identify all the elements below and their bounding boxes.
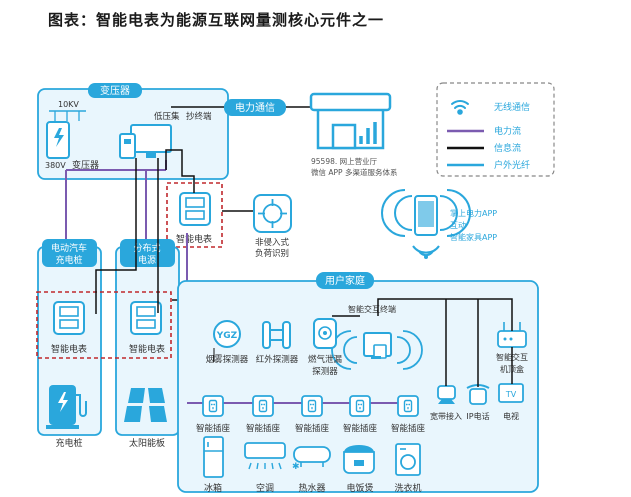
page-title: 图表：智能电表为能源互联网量测核心元件之一 [48,11,385,29]
washer-icon [395,443,421,476]
pv-meter-label: 智能电表 [129,343,165,355]
ygz-text: YGZ [216,331,238,341]
ev-header-1: 电动汽车 [51,242,87,254]
broadband-label: 宽带接入 [430,411,462,421]
svg-text:✱: ✱ [292,462,300,472]
pv-header-2: 电源 [138,254,156,266]
transformer-label: 变压器 [72,159,99,171]
ipphone-label: IP电话 [466,411,489,421]
legend-wireless: 无线通信 [494,101,530,113]
smoke-detector-icon: YGZ [213,320,241,348]
service-hall-icon [309,92,392,150]
socket-label-4: 智能插座 [343,423,378,434]
solar-panel-icon [124,388,167,422]
socket-label-3: 智能插座 [295,423,330,434]
sensor-gas-1: 燃气泄漏 [308,354,343,365]
nilm-icon [253,194,292,233]
pv-device-label: 太阳能板 [129,437,165,449]
terminal-icon [331,330,423,370]
fridge-icon [203,436,224,478]
voltage-380v: 380V [45,161,66,170]
voltage-10kv: 10KV [58,100,79,109]
nilm-line-2: 负荷识别 [255,248,289,259]
home-header: 用户家庭 [325,274,365,287]
main-meter-label: 智能电表 [176,233,212,245]
appliance-fridge: 冰箱 [204,482,222,494]
tv-icon: TV [498,383,524,403]
broadband-icon [437,385,456,404]
tv-icon-text: TV [505,390,517,399]
home-group: 用户家庭 智能交互终端 YGZ 烟雾探测器 红外探测器 燃气 [177,272,539,494]
ev-charger-icon [46,385,87,429]
power-comm-label: 电力通信 [235,101,275,114]
wifi-legend-icon [451,100,469,115]
transformer-icon [46,121,70,159]
water-heater-icon [293,446,331,467]
ev-device-label: 充电桩 [55,437,82,449]
transformer-header: 变压器 [100,84,130,97]
hall-line-2: 微信 APP 多渠道服务体系 [311,167,398,177]
terminal-label: 智能交互终端 [348,304,396,314]
concentrator-icon [119,124,172,159]
concentrator-label: 低压集 [154,111,180,122]
power-comm-badge: 电力通信 [224,99,286,116]
appliance-cooker: 电饭煲 [346,482,373,494]
pv-header-1: 分布式 [133,242,160,254]
socket-label-1: 智能插座 [196,423,231,434]
nilm-line-1: 非侵入式 [255,237,290,248]
legend-fiber: 户外光纤 [494,159,530,171]
gas-detector-icon [313,318,337,349]
rice-cooker-icon [343,445,375,474]
ev-meter-label: 智能电表 [51,343,87,355]
collector-label: 抄终端 [186,111,212,122]
app-line-3: 智能家具APP [450,232,497,242]
appliance-washer: 洗衣机 [394,482,421,494]
ac-icon: ✱ [244,442,300,472]
main-meter: 智能电表 [166,182,223,248]
ev-header-2: 充电桩 [55,254,82,266]
legend-power: 电力流 [494,125,521,137]
legend: 无线通信 电力流 信息流 户外光纤 [436,82,555,177]
phone-app-icon [381,189,471,237]
infrared-detector-icon [262,321,291,349]
sensor-infrared: 红外探测器 [256,354,299,365]
legend-info: 信息流 [494,142,521,154]
app-line-2: 互动 [450,220,466,230]
socket-label-5: 智能插座 [391,423,426,434]
tv-label: 电视 [503,411,519,421]
sensor-smoke: 烟雾探测器 [206,354,249,365]
transformer-group: 变压器 10KV 380V 变压器 低压集 抄终端 [37,83,229,180]
hall-line-1: 95598. 网上营业厅 [311,156,378,166]
meters-highlight [36,291,172,359]
socket-label-2: 智能插座 [246,423,281,434]
sensor-gas-2: 探测器 [312,366,338,377]
appliance-ac: 空调 [256,482,274,494]
pv-panel: 分布式 电源 智能电表 太阳能板 [115,239,180,449]
ev-panel: 电动汽车 充电桩 智能电表 充电桩 [37,239,102,449]
home-lines [187,298,513,404]
app-line-1: 掌上电力APP [450,208,497,218]
appliance-heater: 热水器 [298,482,325,494]
